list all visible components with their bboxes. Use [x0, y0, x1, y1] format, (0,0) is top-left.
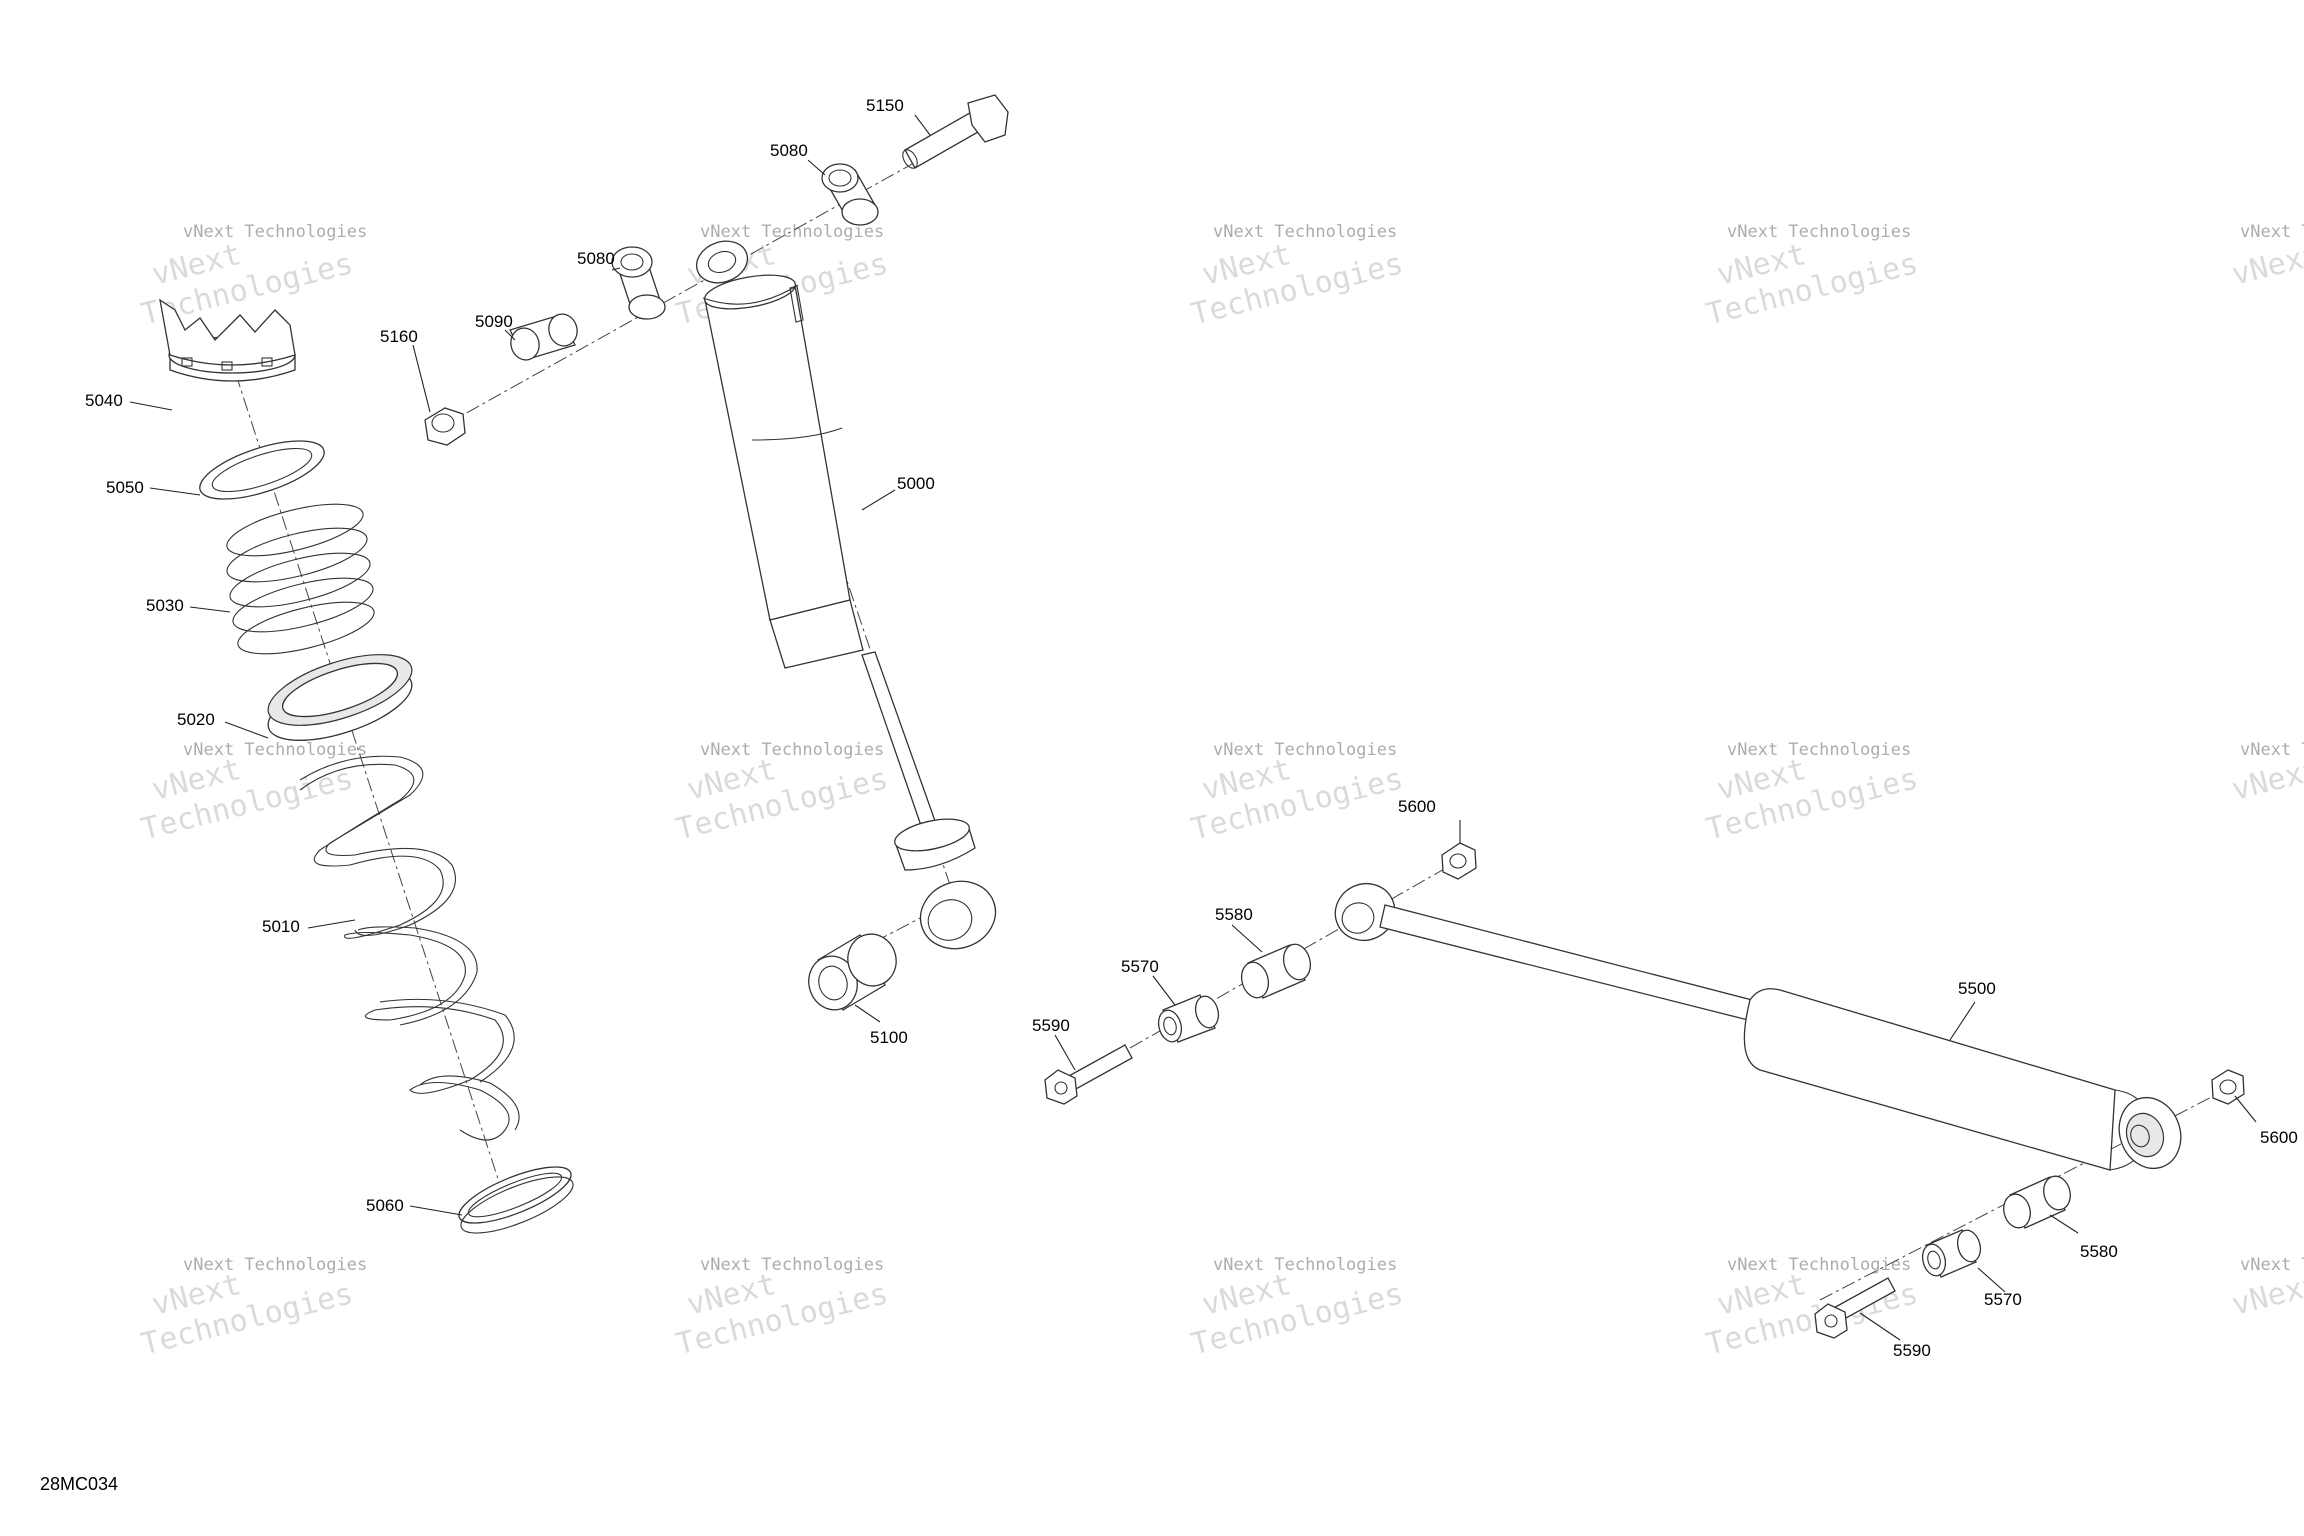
- callout-5040: 5040: [85, 391, 123, 410]
- part-5580-sleeve-left: [1240, 943, 1312, 999]
- watermark-text: vNext Technologies: [183, 1255, 367, 1275]
- part-5580-sleeve-right: [2003, 1175, 2071, 1229]
- callout-5500: 5500: [1958, 979, 1996, 998]
- spring-stack-axis: [227, 349, 501, 1186]
- watermark-logo: vNext: [2228, 1267, 2304, 1323]
- part-5090-sleeve: [509, 313, 578, 361]
- part-5080-bushing-upper: [821, 163, 879, 226]
- watermark-text: vNext Technologies: [2240, 1255, 2304, 1275]
- callout-5060: 5060: [366, 1196, 404, 1215]
- callout-5030: 5030: [146, 596, 184, 615]
- callout-5150: 5150: [866, 96, 904, 115]
- callout-5020: 5020: [177, 710, 215, 729]
- callout-5590-left: 5590: [1032, 1016, 1070, 1035]
- part-5590-bolt-left: [1044, 1044, 1133, 1105]
- callout-5590-right: 5590: [1893, 1341, 1931, 1360]
- lower-mount-axis: [829, 899, 956, 966]
- watermark-text: vNext Technologies: [700, 1255, 884, 1275]
- watermark-text: vNext Technologies: [183, 740, 367, 760]
- part-5080-bushing-lower: [611, 246, 666, 320]
- part-5150-bolt: [902, 94, 1009, 169]
- watermark-text: vNext Technologies: [1213, 1255, 1397, 1275]
- callout-5080-upper: 5080: [770, 141, 808, 160]
- watermark-text: vNext Technologies: [700, 740, 884, 760]
- watermark-logo: vNext: [2228, 237, 2304, 293]
- watermark-text: vNext Technologies: [183, 222, 367, 242]
- watermark-grid: vNext Technologies vNext Technologies vN…: [138, 222, 2304, 1363]
- watermark-logo: vNext: [2228, 752, 2304, 808]
- part-5590-bolt-right: [1814, 1277, 1896, 1339]
- part-5040-spring-collar: [159, 298, 296, 382]
- callout-5050: 5050: [106, 478, 144, 497]
- callout-5080-lower: 5080: [577, 249, 615, 268]
- part-5050-spacer-ring: [199, 440, 325, 500]
- part-5500-steering-damper: [1334, 882, 2182, 1171]
- part-5000-shock-absorber: [695, 240, 997, 950]
- callout-5160: 5160: [380, 327, 418, 346]
- watermark-text: vNext Technologies: [2240, 740, 2304, 760]
- watermark-text: vNext Technologies: [1213, 222, 1397, 242]
- part-5600-nut-upper: [1441, 842, 1477, 880]
- callout-5010: 5010: [262, 917, 300, 936]
- part-5100-lower-bushing: [808, 933, 897, 1011]
- callout-5600-right: 5600: [2260, 1128, 2298, 1147]
- part-5020-spring-guide: [267, 654, 413, 741]
- part-5010-main-spring: [299, 755, 520, 1141]
- part-5060-spring-seat: [458, 1166, 574, 1234]
- watermark-text: vNext Technologies: [1727, 1255, 1911, 1275]
- watermark-text: vNext Technologies: [1213, 740, 1397, 760]
- watermark-text: vNext Technologies: [1727, 740, 1911, 760]
- part-5160-nut: [424, 407, 466, 446]
- callout-5580-right: 5580: [2080, 1242, 2118, 1261]
- part-5570-spacer-left: [1157, 994, 1220, 1043]
- callout-5090: 5090: [475, 312, 513, 331]
- callout-5100: 5100: [870, 1028, 908, 1047]
- watermark-text: vNext Technologies: [700, 222, 884, 242]
- watermark-text: vNext Technologies: [2240, 222, 2304, 242]
- callout-5570-left: 5570: [1121, 957, 1159, 976]
- callout-5570-right: 5570: [1984, 1290, 2022, 1309]
- part-5030-tender-spring: [226, 503, 375, 655]
- leader-lines: [129, 114, 2257, 1341]
- part-5570-spacer-right: [1921, 1229, 1982, 1278]
- upper-mount-axis: [444, 139, 956, 426]
- figure-code: 28MC034: [40, 1474, 119, 1494]
- watermark-text: vNext Technologies: [1727, 222, 1911, 242]
- callout-5580-left: 5580: [1215, 905, 1253, 924]
- callout-5600-upper: 5600: [1398, 797, 1436, 816]
- part-5600-nut-right: [2211, 1069, 2245, 1105]
- callout-5000: 5000: [897, 474, 935, 493]
- callout-labels: 5040 5050 5030 5020 5010 5060 5150 5080 …: [85, 96, 2298, 1360]
